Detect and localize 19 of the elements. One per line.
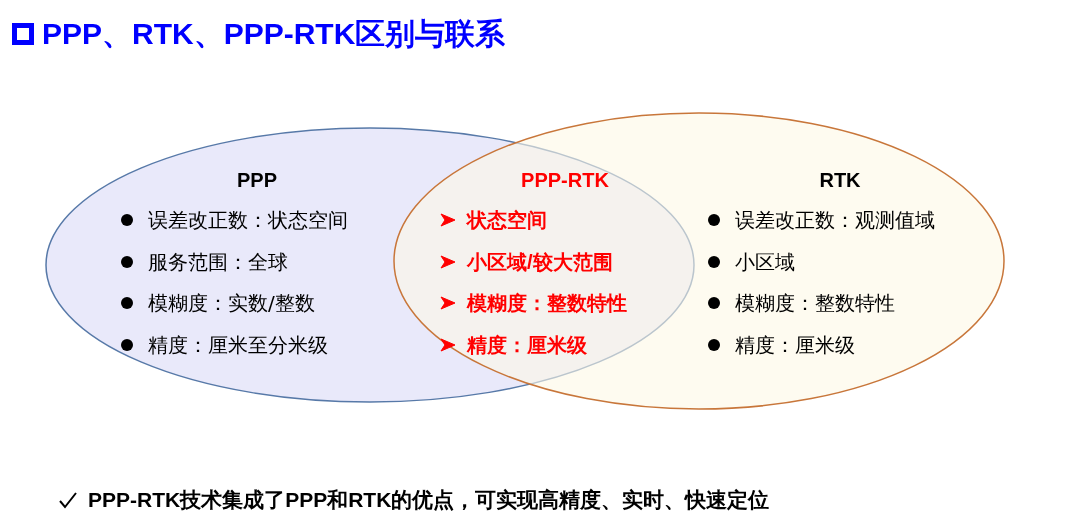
list-item: 模糊度：整数特性 <box>735 290 895 316</box>
list-item: 误差改正数：状态空间 <box>148 207 348 233</box>
list-item: 模糊度：整数特性 <box>467 291 627 316</box>
list-item: 误差改正数：观测值域 <box>735 207 935 233</box>
list-item: 模糊度：实数/整数 <box>148 290 315 316</box>
list-item: 精度：厘米至分米级 <box>148 332 328 358</box>
venn-ellipse <box>393 112 1005 410</box>
list-item: 精度：厘米级 <box>735 332 855 358</box>
list-item: 小区域 <box>735 249 795 275</box>
set-heading: RTK <box>819 168 861 193</box>
set-heading: PPP <box>237 168 277 193</box>
list-item: 服务范围：全球 <box>148 249 288 275</box>
list-item: 状态空间 <box>467 208 547 233</box>
caption: PPP-RTK技术集成了PPP和RTK的优点，可实现高精度、实时、快速定位 <box>88 487 770 513</box>
set-heading: PPP-RTK <box>521 168 609 193</box>
title: PPP、RTK、PPP-RTK区别与联系 <box>42 16 506 52</box>
list-item: 小区域/较大范围 <box>467 250 613 275</box>
list-item: 精度：厘米级 <box>467 333 587 358</box>
venn-ellipse <box>45 127 695 403</box>
